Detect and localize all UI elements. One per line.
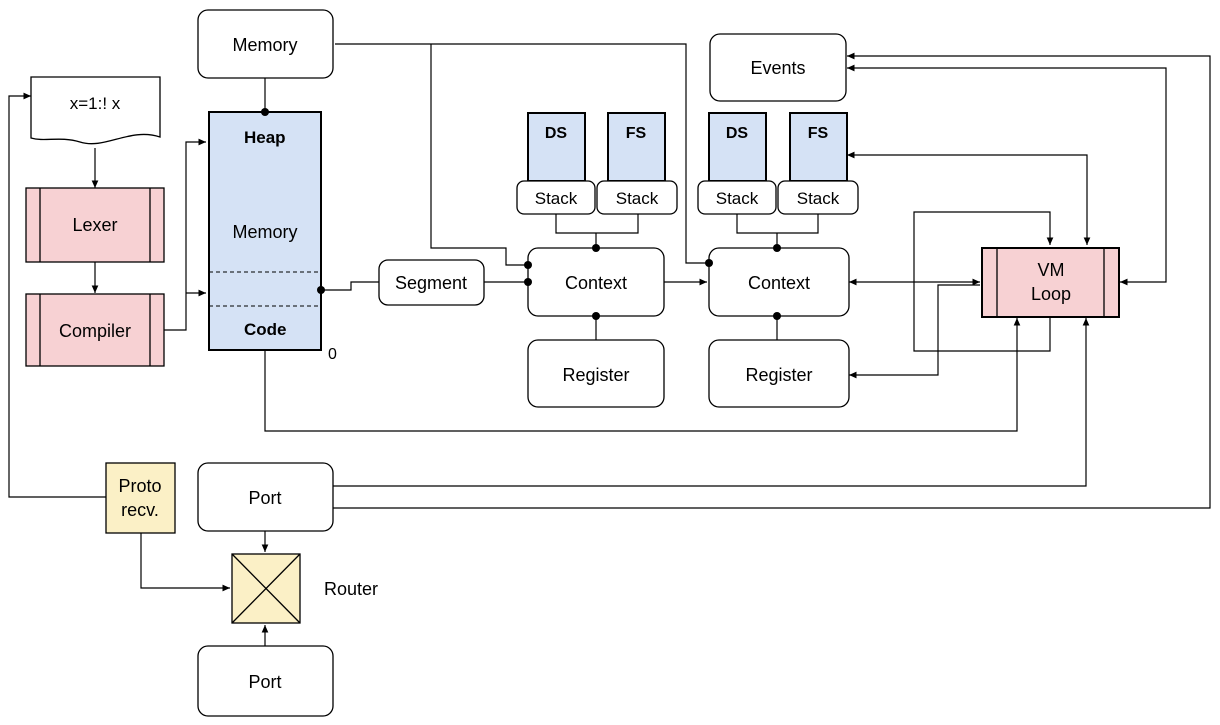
junction-dot [773, 244, 781, 252]
edge-port-vmloop [333, 318, 1090, 487]
events-node: Events [709, 33, 847, 102]
stack-group-2: DS FS Stack Stack [697, 112, 859, 215]
lexer-label: Lexer [72, 215, 117, 235]
edge-proto-source [8, 92, 106, 498]
ds-label-1: DS [545, 125, 568, 142]
junction-dot [773, 312, 781, 320]
fs-label-2: FS [808, 125, 829, 142]
edge-stacks1-context1 [555, 214, 639, 248]
junction-dot [592, 244, 600, 252]
code-label: Code [244, 320, 287, 339]
stack-label-1a: Stack [535, 189, 578, 208]
router-node: Router [231, 553, 378, 624]
junction-dot [317, 286, 325, 294]
edge-proto-router [140, 533, 230, 592]
context-label-1: Context [565, 273, 627, 293]
junction-dots [261, 108, 781, 320]
vm-loop-label-line1: VM [1038, 260, 1065, 280]
proto-recv-label-line1: Proto [118, 476, 161, 496]
junction-dot [592, 312, 600, 320]
proto-recv-label-line2: recv. [121, 500, 159, 520]
edge-compiler-memory-heap [164, 138, 206, 331]
memory-top-node: Memory [197, 9, 334, 79]
compiler-node: Compiler [25, 293, 165, 367]
edge-stacks2-context2 [736, 214, 819, 248]
port-label-bottom: Port [248, 672, 281, 692]
memory-top-label: Memory [232, 35, 297, 55]
ds-label-2: DS [726, 125, 749, 142]
context-label-2: Context [748, 273, 810, 293]
register-label-2: Register [745, 365, 812, 385]
vm-loop-label-line2: Loop [1031, 284, 1071, 304]
register-label-1: Register [562, 365, 629, 385]
stack-label-1b: Stack [616, 189, 659, 208]
memory-block-node: Heap Memory Code 0 [208, 111, 337, 363]
stack-label-2b: Stack [797, 189, 840, 208]
junction-dot [261, 108, 269, 116]
vm-loop-node: VM Loop [981, 247, 1120, 318]
ds-block-2 [708, 112, 767, 182]
fs-block-1 [607, 112, 666, 182]
proto-recv-node: Proto recv. [105, 462, 176, 534]
port-label-top: Port [248, 488, 281, 508]
fs-block-2 [789, 112, 848, 182]
context-node-1: Context [527, 247, 665, 317]
junction-dot [524, 278, 532, 286]
edge-code-vmloop [264, 318, 1021, 432]
edge-memory-context1-branch [430, 44, 528, 266]
edge-memory-segment [321, 281, 379, 291]
lexer-node: Lexer [25, 187, 165, 263]
source-document-label: x=1:! x [70, 94, 121, 113]
edge-vmloop-fs2 [847, 151, 1091, 245]
junction-dot [705, 259, 713, 267]
segment-label: Segment [395, 273, 467, 293]
edge-memory-context1 [335, 43, 709, 264]
compiler-label: Compiler [59, 321, 131, 341]
connectors [8, 43, 1211, 646]
port-node-bottom: Port [197, 645, 334, 717]
stack-label-2a: Stack [716, 189, 759, 208]
edge-port-events [333, 52, 1211, 509]
port-node-top: Port [197, 462, 334, 532]
segment-node: Segment [378, 259, 485, 306]
register-node-1: Register [527, 339, 665, 408]
edge-vmloop-events [847, 64, 1167, 286]
fs-label-1: FS [626, 125, 647, 142]
source-document-node: x=1:! x [30, 76, 161, 145]
ds-block-1 [527, 112, 586, 182]
memory-block-label: Memory [232, 222, 297, 242]
register-node-2: Register [708, 339, 850, 408]
context-node-2: Context [708, 247, 850, 317]
router-label: Router [324, 579, 378, 599]
junction-dot [524, 261, 532, 269]
address-zero-label: 0 [328, 346, 337, 363]
heap-label: Heap [244, 128, 286, 147]
stack-group-1: DS FS Stack Stack [516, 112, 678, 215]
events-label: Events [750, 58, 805, 78]
